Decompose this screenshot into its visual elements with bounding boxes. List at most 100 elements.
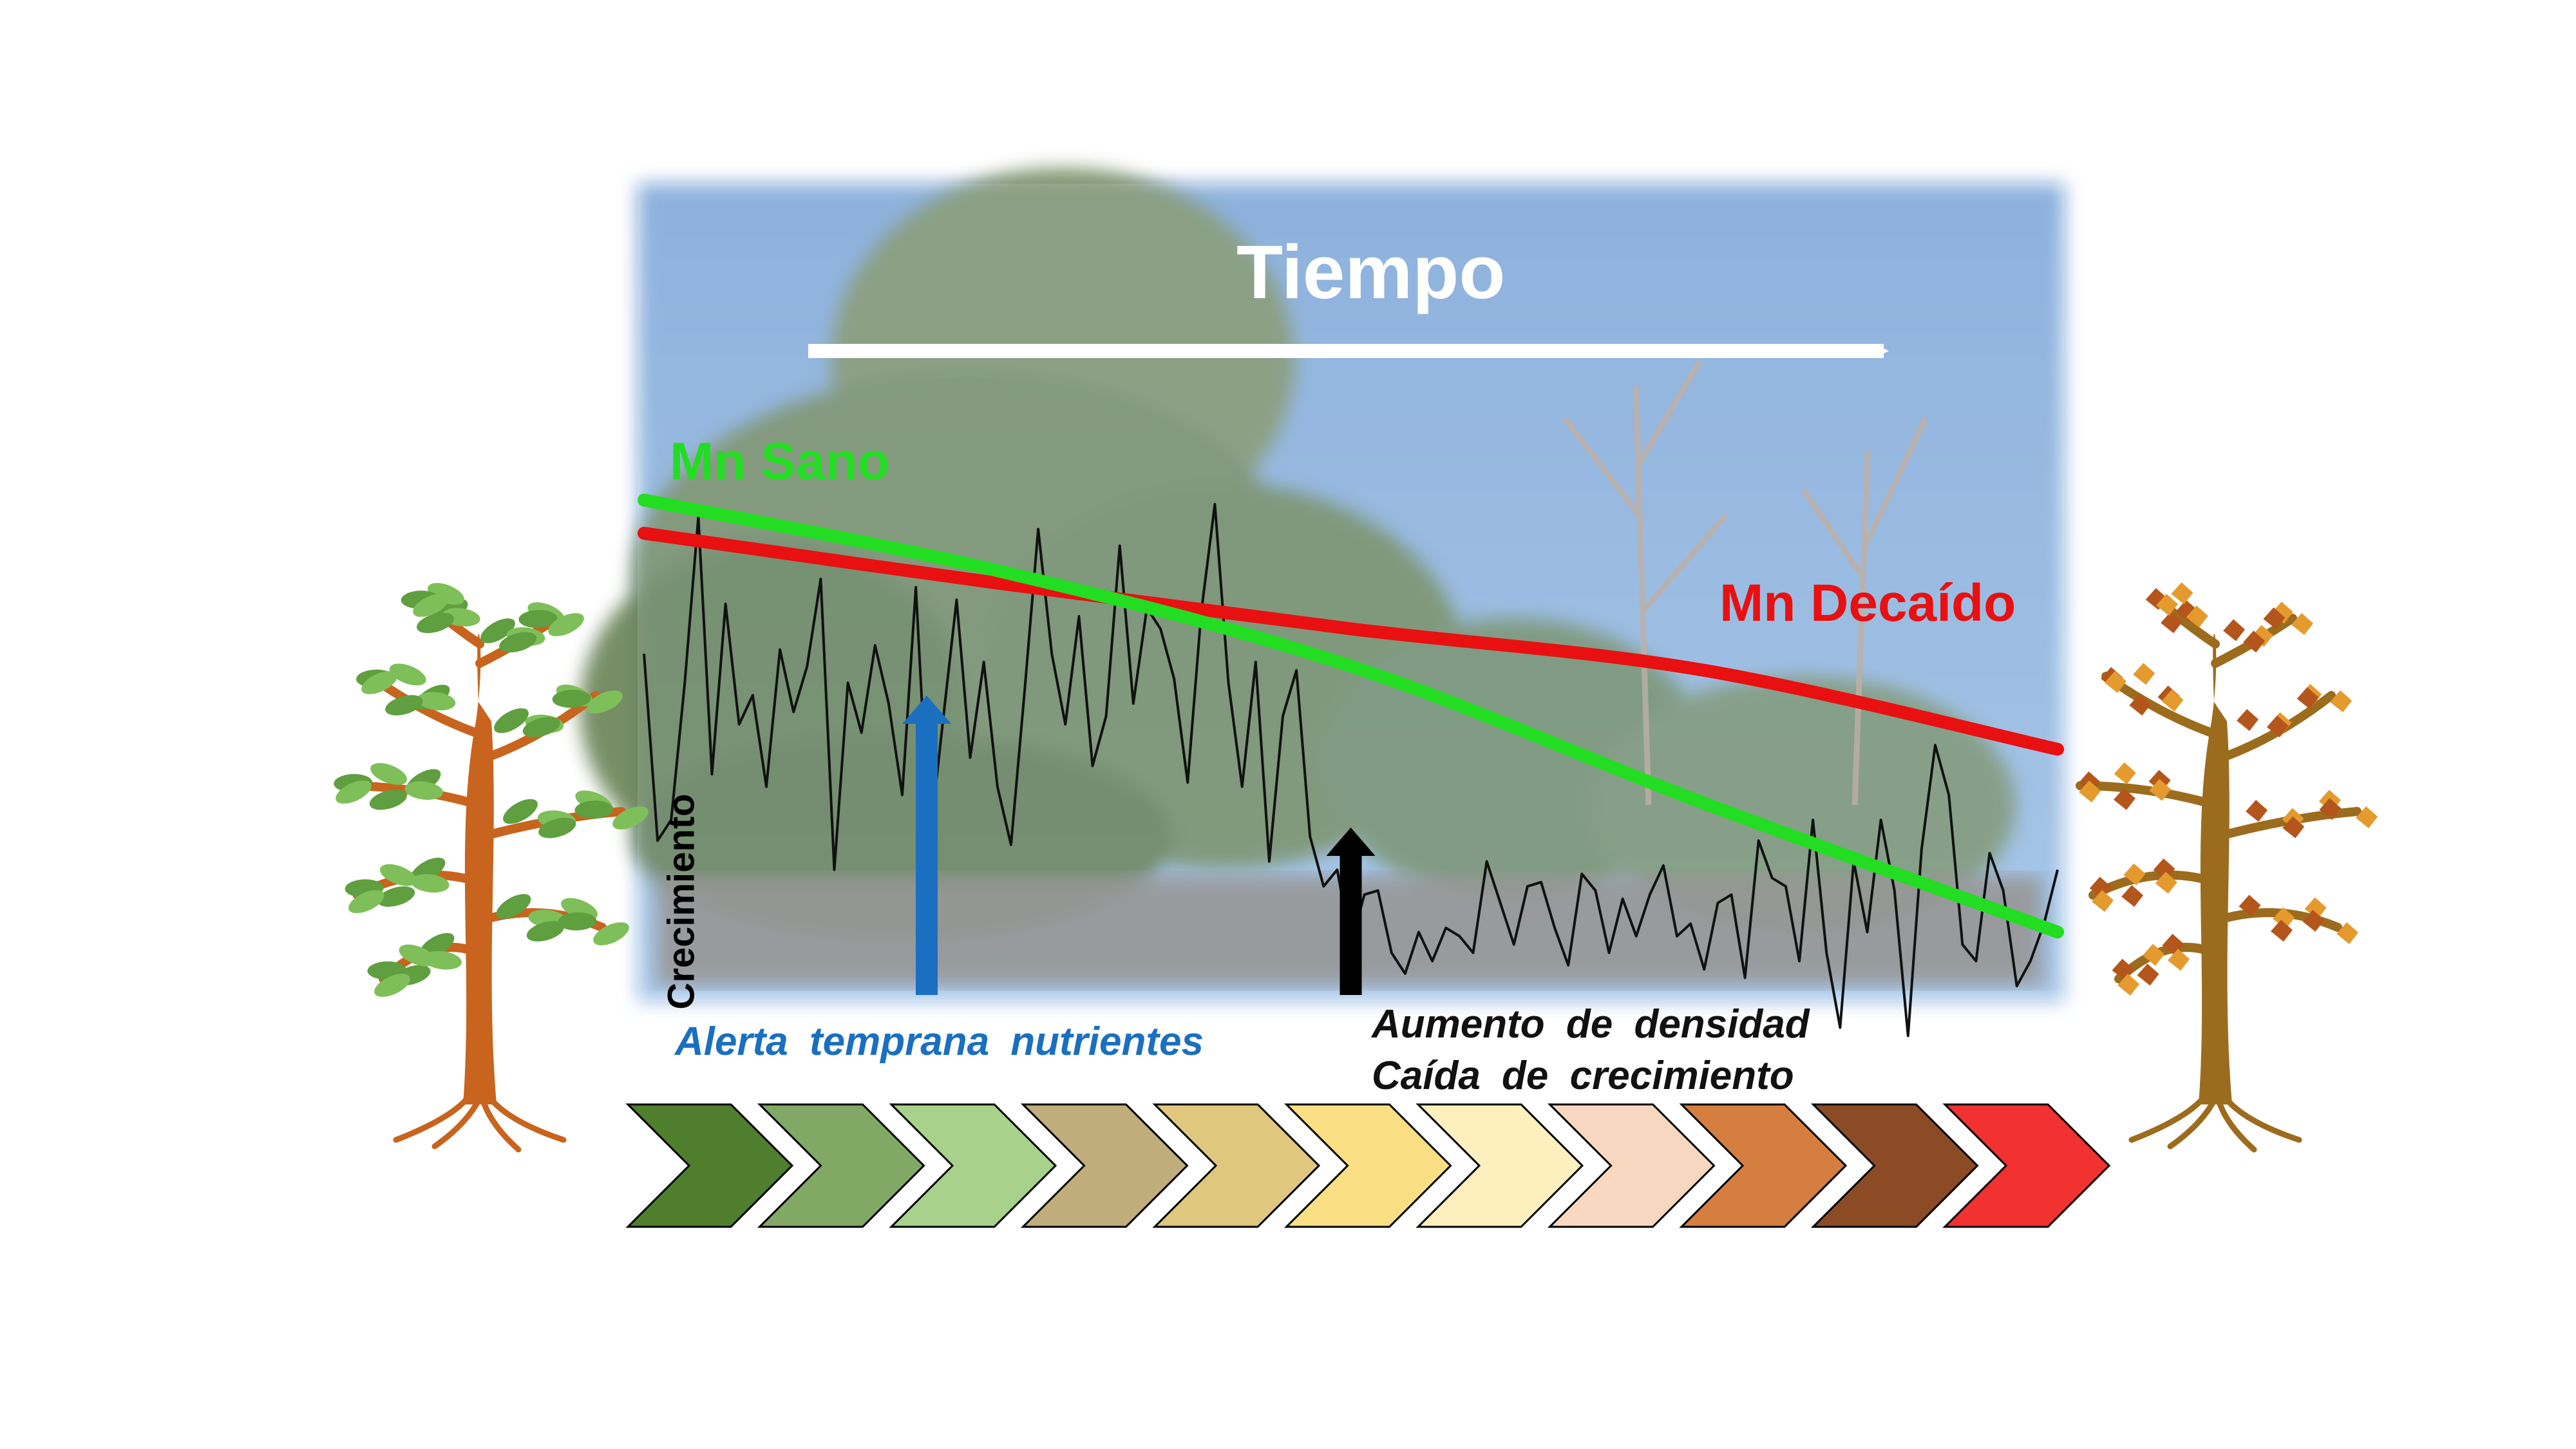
declined-tree-leaf-46 [2271,601,2293,624]
healthy-tree-leaf-11 [552,689,591,708]
healthy-tree-leaf-23 [574,800,614,819]
declined-tree-leaf-6 [2105,671,2126,693]
healthy-tree-leaf-36 [593,922,629,945]
healthy-tree-trunk [463,633,497,1104]
declined-tree [2076,582,2378,1153]
healthy-tree-leaf-18 [336,781,372,804]
healthy-tree-leaf-3 [385,695,423,715]
stage-chevron-3 [889,1103,1057,1228]
healthy-tree-leaf-6 [361,671,397,694]
declined-tree-leaf-38 [2168,949,2190,971]
early-alert-label: Alerta temprana nutrientes [675,1019,1204,1064]
declined-tree-leaf-50 [2186,605,2208,628]
declined-tree-leaf-23 [2319,798,2342,820]
declined-tree-leaf-40 [2143,943,2164,966]
growth-axis-label: Crecimiento [660,793,703,1010]
declined-tree-leaf-42 [2117,974,2139,996]
healthy-tree-leaf-2 [417,692,456,711]
declined-tree-leaf-26 [2155,871,2177,894]
healthy-tree-roots [393,1092,567,1153]
stage-chevron-9 [1679,1103,1848,1228]
declined-tree-leaf-32 [2273,907,2295,929]
declined-tree-leaf-34 [2304,897,2327,920]
declined-tree-leaf-18 [2079,781,2101,802]
healthy-tree-leaf-47 [518,610,558,629]
declined-tree-branch-7 [2114,943,2220,983]
healthy-tree-leaf-15 [369,789,407,810]
healthy-tree-leaf-45 [499,632,537,653]
stage-chevron-6 [1283,1103,1452,1228]
declined-tree-leaf-4 [2133,663,2155,685]
declined-tree-leaf-3 [2129,694,2152,716]
stage-chevron-1 [625,1103,794,1228]
healthy-tree-leaf-40 [399,944,436,967]
declined-tree-leaf-43 [2223,619,2245,641]
declined-tree-leaf-15 [2113,788,2136,810]
declined-tree-leaf-35 [2302,909,2325,932]
healthy-tree-leaf-7 [494,708,529,734]
healthy-tree-leaf-42 [374,974,410,997]
healthy-tree-leaf-26 [410,874,450,893]
declined-tree-leaf-51 [2161,611,2183,634]
dead-tree-branches [1562,359,1929,806]
healthy-tree-leaf-54 [413,594,449,617]
tree-illustrations [334,582,2378,1153]
healthy-tree-leaf-35 [558,912,597,931]
declined-tree-leaf-47 [2263,607,2286,630]
declined-tree-leaf-31 [2239,895,2261,917]
growth-plot [638,493,2064,1037]
declined-tree-leaf-16 [2114,762,2136,784]
declined-tree-leaf-24 [2356,806,2378,828]
declined-tree-leaf-54 [2156,594,2178,616]
declined-tree-leaf-25 [2153,858,2175,880]
declined-tree-leaf-11 [2297,687,2319,709]
stage-chevron-bar [625,1103,2111,1228]
healthy-tree-leaf-21 [538,817,576,838]
declined-tree-leaf-45 [2243,630,2266,653]
healthy-tree-leaf-43 [480,618,515,643]
declined-tree-trunk [2199,633,2232,1104]
density-increase-label: Aumento de densidad [1372,1002,1810,1046]
healthy-tree-leaf-24 [612,806,649,829]
declined-tree-leaf-12 [2330,690,2352,712]
declined-tree-leaf-9 [2266,715,2289,737]
stage-chevron-10 [1810,1103,1979,1228]
time-label: Tiempo [1236,230,1506,315]
declined-tree-leaf-30 [2092,890,2114,912]
stage-chevron-5 [1152,1103,1321,1228]
healthy-tree-leaf-12 [587,690,623,714]
declined-tree-leaf-19 [2246,800,2268,822]
declined-tree-leaf-36 [2336,922,2358,944]
healthy-tree-leaf-30 [348,890,384,913]
declined-tree-leaf-39 [2137,963,2159,986]
declined-tree-leaf-52 [2171,582,2193,605]
stage-chevron-8 [1547,1103,1716,1228]
declined-tree-leaf-48 [2291,613,2313,635]
declined-tree-leaf-27 [2121,885,2144,907]
healthy-tree-leaf-4 [389,663,426,686]
declined-tree-leaf-44 [2251,625,2273,647]
stage-chevron-2 [757,1103,925,1228]
early-alert-arrow-shaft [916,721,938,995]
healthy-tree-leaf-27 [377,886,415,907]
declined-tree-leaf-21 [2282,816,2305,838]
healthy-tree-leaf-31 [496,894,531,919]
healthy-tree-leaf-33 [526,921,564,942]
declined-tree-branch-5 [2088,870,2220,900]
declined-tree-roots [2128,1092,2302,1153]
healthy-tree-leaf-19 [503,799,538,824]
density-event-arrow-head [1326,828,1376,856]
healthy-tree-leaf-48 [548,613,584,636]
early-alert-arrow-head [902,696,951,724]
declined-tree-leaf-14 [2149,779,2172,801]
declined-tree-branch-2 [2211,691,2336,764]
density-event-arrow-shaft [1340,853,1362,995]
declined-trend-line [638,527,2064,756]
healthy-trend-line [638,493,2064,939]
healthy-line-label: Mn Sano [670,432,890,491]
declined-tree-leaf-33 [2270,920,2293,942]
healthy-tree-leaf-16 [370,762,408,785]
declined-tree-branch-3 [2076,781,2220,810]
stage-chevron-11 [1942,1103,2111,1228]
